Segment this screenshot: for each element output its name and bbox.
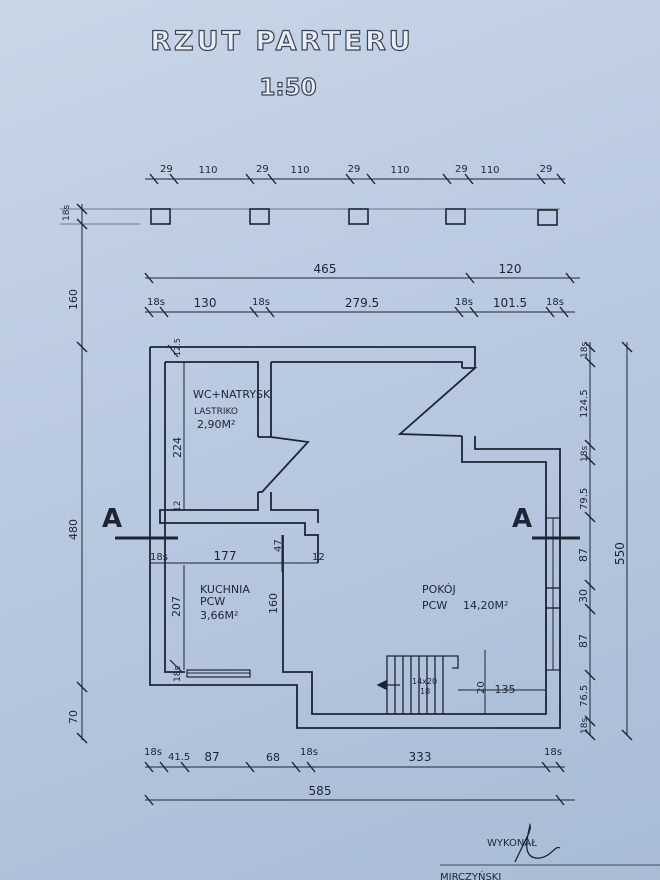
dim-text: 130 [194, 296, 217, 310]
dim-text: 18s [580, 718, 590, 734]
dim-text: 101.5 [493, 296, 527, 310]
dim-text: 207 [170, 596, 183, 617]
dim-text: 279.5 [345, 296, 379, 310]
dim-text: 110 [390, 165, 409, 176]
section-letter: A [512, 504, 532, 534]
dim-text: 135 [495, 683, 516, 696]
room-floor: PCW [422, 599, 447, 612]
foundation-piers [150, 208, 558, 226]
dim-text: 18s [580, 446, 590, 462]
dim-text: 29 [160, 164, 173, 175]
wall-dimensions: 18s 130 18s 279.5 18s 101.5 18s [144, 296, 575, 318]
room-floor: LASTRIKO [194, 407, 238, 417]
dim-text: 12 [173, 501, 183, 512]
staircase [376, 650, 546, 714]
signature-stroke [514, 822, 561, 863]
dim-text: 120 [499, 262, 522, 276]
dim-text: 585 [309, 784, 332, 798]
dim-text: 68 [266, 751, 280, 764]
left-dimensions: 18s 160 480 70 [60, 203, 560, 744]
dim-text: 18s [147, 297, 165, 308]
dim-text: 124.5 [579, 389, 590, 418]
dim-text: 18s [544, 747, 562, 758]
plan-title: RZUT PARTERU [150, 26, 413, 57]
dim-text: 110 [290, 165, 309, 176]
signature-block: WYKONAŁ MIRCZYŃSKI [440, 822, 660, 880]
dim-text: 87 [204, 750, 219, 764]
section-mark-right: A [512, 504, 580, 540]
dim-text: 29 [455, 164, 468, 175]
dim-text: 87 [577, 548, 590, 562]
dim-text: 18s [455, 297, 473, 308]
stairs-label: 14x20 [412, 677, 437, 686]
dim-text: 79.5 [579, 488, 590, 510]
building-walls [149, 344, 561, 729]
dim-text: 29 [348, 164, 361, 175]
top-pier-dimensions: 29 110 29 110 29 110 29 110 29 [145, 164, 566, 185]
dim-text: 47 [273, 539, 284, 552]
dim-text: 30 [577, 589, 590, 603]
right-dimensions: 18s 124.5 18s 79.5 87 30 87 76.5 18s 550 [577, 341, 633, 741]
section-letter: A [102, 504, 122, 534]
dim-text: 29 [540, 164, 553, 175]
dim-text: 18s [580, 342, 590, 358]
dim-text: 18s [252, 297, 270, 308]
section-mark-left: A [102, 504, 178, 540]
dim-text: 18s [62, 205, 72, 221]
room-wc: WC+NATRYSK LASTRIKO 2,90M² [193, 388, 271, 431]
dim-text: 18s [144, 747, 162, 758]
room-name: WC+NATRYSK [193, 388, 271, 401]
room-area: 2,90M² [197, 418, 235, 431]
dim-text: 177 [214, 549, 237, 563]
dim-text: 18s [150, 552, 168, 563]
room-floor: PCW [200, 595, 225, 608]
signature-label: WYKONAŁ [487, 838, 537, 849]
plan-scale: 1:50 [259, 75, 316, 101]
room-kitchen: KUCHNIA PCW 3,66M² [200, 583, 250, 622]
overall-top-dimensions: 465 120 [144, 262, 580, 284]
dim-text: 18s [173, 666, 183, 682]
dim-text: 550 [613, 542, 627, 565]
signature-name: MIRCZYŃSKI [440, 870, 501, 880]
dim-text: 29 [256, 164, 269, 175]
dim-text: 18s [300, 747, 318, 758]
dim-text: 224 [171, 437, 184, 458]
dim-text: 41.5 [168, 752, 190, 763]
dim-text: 480 [67, 519, 80, 540]
interior-dimensions: 224 12 12.5 18s 177 47 12 207 160 18s [150, 338, 325, 682]
room-area: 3,66M² [200, 609, 238, 622]
room-name: POKÓJ [422, 583, 456, 596]
dim-text: 70 [67, 710, 80, 724]
dim-text: 87 [577, 634, 590, 648]
dim-text: 160 [267, 593, 280, 614]
room-name: KUCHNIA [200, 583, 250, 596]
dim-text: 76.5 [579, 685, 590, 707]
bottom-dimensions: 18s 41.5 87 68 18s 333 18s 585 [144, 747, 575, 806]
dim-text: 465 [314, 262, 337, 276]
dim-text: 12 [312, 552, 325, 563]
dim-text: 160 [67, 289, 80, 310]
room-area: 14,20M² [463, 599, 508, 612]
dim-text: 12.5 [173, 338, 182, 356]
dim-text: 110 [480, 165, 499, 176]
room-living: POKÓJ PCW 14,20M² [422, 583, 508, 612]
dim-text: 20 [476, 681, 487, 694]
dim-text: 110 [198, 165, 217, 176]
stairs-label: 18 [420, 687, 430, 696]
dim-text: 333 [409, 750, 432, 764]
dim-text: 18s [546, 297, 564, 308]
